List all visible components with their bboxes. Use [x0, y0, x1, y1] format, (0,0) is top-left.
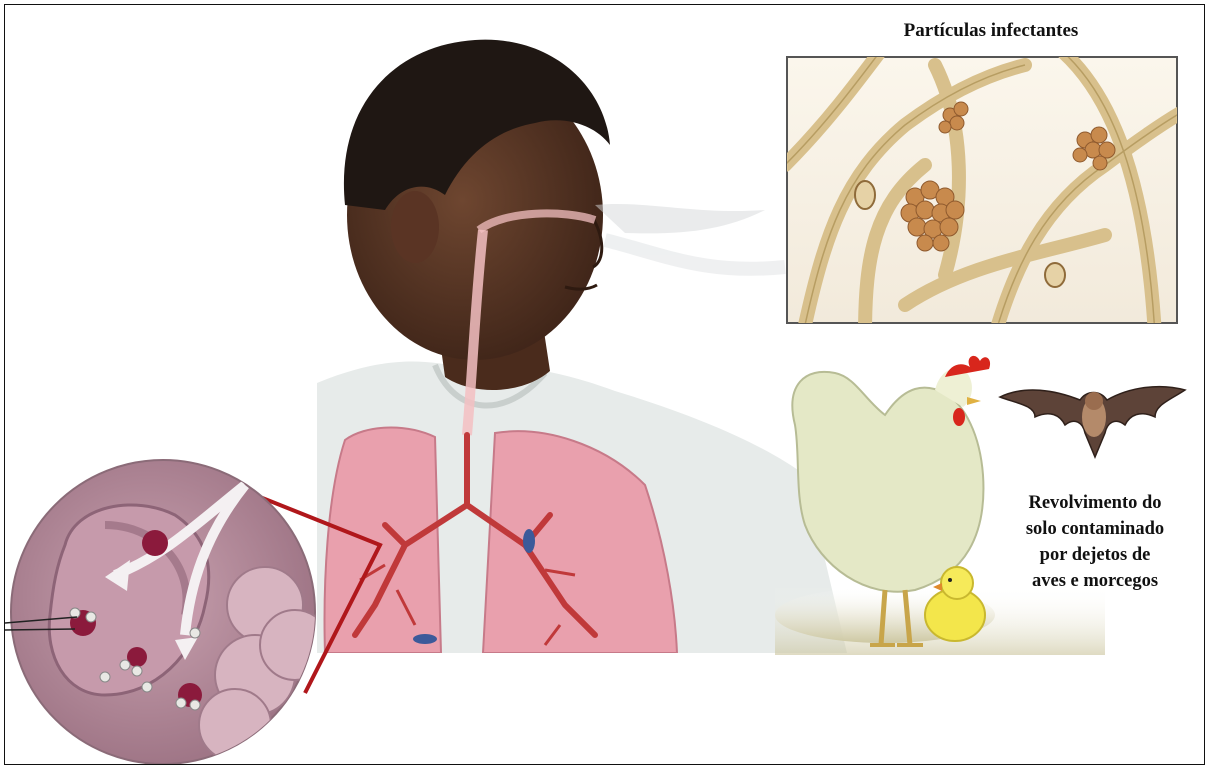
bat-illustration [1000, 387, 1185, 457]
diagram-frame: Partículas infectantes Revolvimento do s… [4, 4, 1205, 765]
inset-title: Partículas infectantes [861, 20, 1121, 42]
source-description: Revolvimento do solo contaminado por dej… [990, 490, 1200, 594]
infectious-particles-inset [785, 45, 1195, 335]
person-illustration [317, 40, 847, 653]
breath-puff [595, 204, 785, 269]
